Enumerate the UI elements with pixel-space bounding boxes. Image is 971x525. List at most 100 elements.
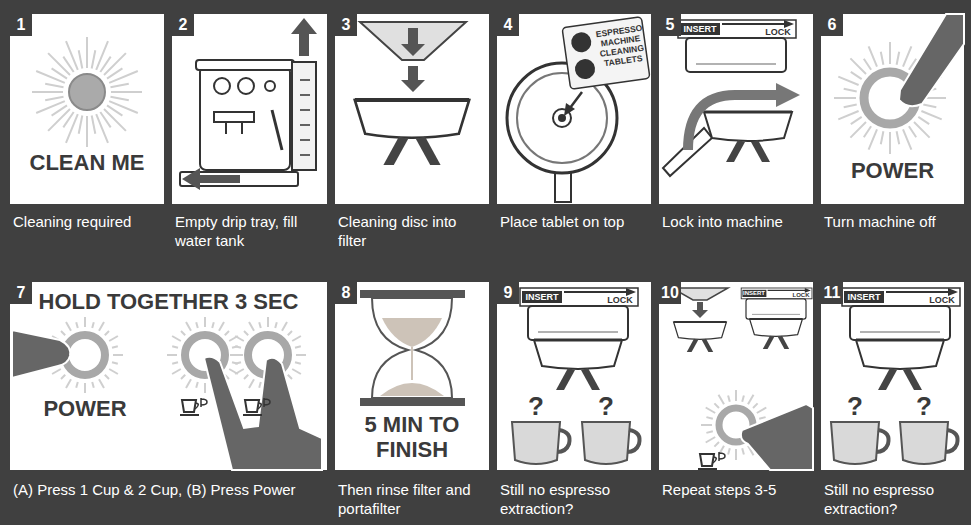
glow-ray bbox=[909, 126, 916, 137]
glow-ray bbox=[52, 369, 61, 374]
glow-ray bbox=[249, 322, 254, 331]
glow-ray bbox=[903, 46, 911, 66]
glow-ray bbox=[706, 408, 716, 414]
glow-ray bbox=[844, 89, 857, 92]
glow-ray bbox=[96, 41, 108, 70]
glow-ray bbox=[99, 379, 104, 388]
glow-ray bbox=[735, 390, 737, 401]
glow-ray bbox=[235, 346, 241, 348]
step-number: 1 bbox=[10, 14, 32, 36]
glow-ray bbox=[851, 117, 862, 124]
glow-ray bbox=[172, 362, 178, 364]
illustration-label: INSERT bbox=[680, 23, 720, 35]
glow-ray bbox=[897, 52, 900, 65]
glow-ray bbox=[714, 442, 719, 447]
glow-ray bbox=[230, 354, 240, 356]
glow-ray bbox=[61, 375, 65, 379]
panel-1-art bbox=[69, 74, 105, 110]
glow-ray bbox=[181, 375, 185, 379]
panel-5-art bbox=[663, 20, 800, 176]
glow-ray bbox=[235, 369, 244, 374]
glow-ray bbox=[112, 362, 118, 364]
glow-ray bbox=[714, 403, 719, 408]
glow-ray bbox=[45, 97, 63, 101]
glow-ray bbox=[172, 336, 181, 341]
illustration-label: LOCK bbox=[762, 27, 794, 38]
glow-ray bbox=[881, 52, 884, 65]
glow-ray bbox=[96, 114, 108, 143]
glow-ray bbox=[66, 114, 78, 143]
glow-ray bbox=[914, 122, 930, 138]
glow-ray bbox=[282, 322, 287, 331]
glow-ray bbox=[84, 383, 86, 393]
glow-ray bbox=[728, 395, 730, 401]
glow-ray bbox=[706, 431, 712, 433]
glow-ray bbox=[719, 395, 725, 405]
step-caption: Cleaning required bbox=[13, 212, 161, 231]
glow-ray bbox=[186, 322, 191, 331]
step-number: 6 bbox=[821, 14, 843, 36]
panel-9-art bbox=[512, 288, 640, 464]
glow-ray bbox=[275, 322, 277, 328]
glow-ray bbox=[864, 59, 871, 70]
glow-ray bbox=[66, 379, 71, 388]
step-panel: 2Empty drip tray, fill water tank bbox=[172, 14, 327, 256]
glow-ray bbox=[921, 111, 941, 119]
glow-ray bbox=[706, 437, 716, 443]
glow-ray bbox=[196, 382, 198, 388]
glow-ray bbox=[196, 322, 198, 328]
glow-ray bbox=[181, 331, 185, 335]
glow-ray bbox=[104, 109, 126, 131]
glow-ray bbox=[757, 408, 767, 414]
illustration-label: 5 MIN TO FINISH bbox=[345, 412, 479, 462]
glow-ray bbox=[61, 331, 65, 335]
step-caption: Still no espresso extraction? bbox=[500, 480, 648, 518]
glow-ray bbox=[36, 71, 65, 83]
glow-ray bbox=[844, 105, 857, 108]
illustration-label: INSERT bbox=[742, 290, 766, 297]
illustration-label: ? bbox=[591, 392, 621, 420]
glow-ray bbox=[36, 101, 65, 113]
step-panel: 8Then rinse filter and portafilter bbox=[335, 282, 489, 524]
illustration-label: LOCK bbox=[604, 295, 636, 306]
glow-ray bbox=[111, 84, 129, 88]
glow-ray bbox=[850, 58, 866, 74]
glow-ray bbox=[869, 129, 877, 149]
glow-ray bbox=[918, 117, 929, 124]
illustration-label: ? bbox=[521, 392, 551, 420]
glow-ray bbox=[204, 317, 206, 327]
illustration-label: ? bbox=[909, 392, 939, 420]
step-caption: Still no espresso extraction? bbox=[824, 480, 961, 518]
glow-ray bbox=[186, 379, 191, 388]
glow-ray bbox=[107, 68, 122, 78]
glow-ray bbox=[84, 317, 86, 327]
glow-ray bbox=[76, 322, 78, 328]
step-panel: 9Still no espresso extraction? bbox=[497, 282, 651, 524]
glow-ray bbox=[296, 354, 306, 356]
glow-ray bbox=[92, 116, 96, 134]
step-caption: Cleaning disc into filter bbox=[338, 212, 486, 250]
glow-ray bbox=[851, 72, 862, 79]
step-caption: Empty drip tray, fill water tank bbox=[175, 212, 324, 250]
glow-ray bbox=[109, 101, 138, 113]
glow-ray bbox=[259, 382, 261, 388]
glow-ray bbox=[259, 322, 261, 328]
step-number: 3 bbox=[335, 14, 357, 36]
glow-ray bbox=[267, 317, 269, 327]
step-number: 10 bbox=[659, 282, 681, 304]
glow-ray bbox=[86, 37, 88, 68]
glow-ray bbox=[52, 105, 67, 115]
glow-ray bbox=[838, 111, 858, 119]
glow-ray bbox=[288, 331, 292, 335]
glow-ray bbox=[295, 346, 301, 348]
glow-ray bbox=[92, 50, 96, 68]
panel-7-art bbox=[12, 330, 322, 470]
panel-11-art bbox=[831, 288, 960, 464]
glow-ray bbox=[701, 424, 712, 426]
step-number: 4 bbox=[497, 14, 519, 36]
step-panel: 3Cleaning disc into filter bbox=[335, 14, 489, 256]
glow-ray bbox=[172, 369, 181, 374]
illustration-label: POWER bbox=[35, 396, 135, 422]
step-panel: 6Turn machine off bbox=[821, 14, 964, 256]
